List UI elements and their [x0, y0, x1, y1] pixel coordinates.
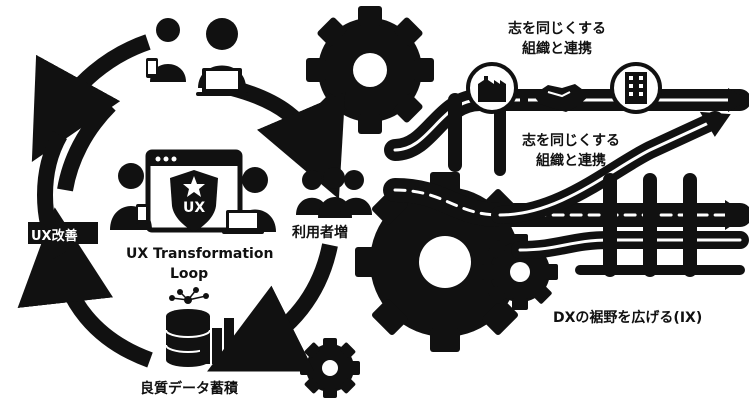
label-users-increase: 利用者増 — [292, 225, 348, 241]
label-quality-data: 良質データ蓄積 — [140, 381, 238, 397]
shield-label: UX — [183, 200, 206, 216]
loop-title-line2: Loop — [170, 266, 209, 282]
building-icon — [610, 62, 662, 114]
group-icon — [296, 167, 372, 218]
label-collab-top-line2: 組織と連携 — [522, 41, 592, 57]
loop-title-line1: UX Transformation — [126, 246, 274, 262]
users-icon-top — [146, 18, 248, 96]
label-ux-improvement: UX改善 — [31, 229, 78, 244]
ux-improvement-band — [28, 222, 98, 244]
factory-icon — [466, 62, 518, 114]
handshake-icon — [533, 84, 590, 112]
shield-star-icon — [170, 170, 218, 232]
label-collab-top-line1: 志を同じくする — [508, 21, 606, 37]
database-chart-icon — [165, 287, 234, 367]
label-collab-mid-line1: 志を同じくする — [522, 133, 620, 149]
label-dx-expand: DXの裾野を広げる(IX) — [553, 310, 703, 326]
users-icon-center — [110, 163, 276, 234]
gear-icon-top — [306, 6, 434, 134]
arrow-icon-right — [699, 88, 748, 230]
label-collab-mid-line2: 組織と連携 — [536, 153, 606, 169]
gear-icon-bottom — [300, 338, 360, 398]
